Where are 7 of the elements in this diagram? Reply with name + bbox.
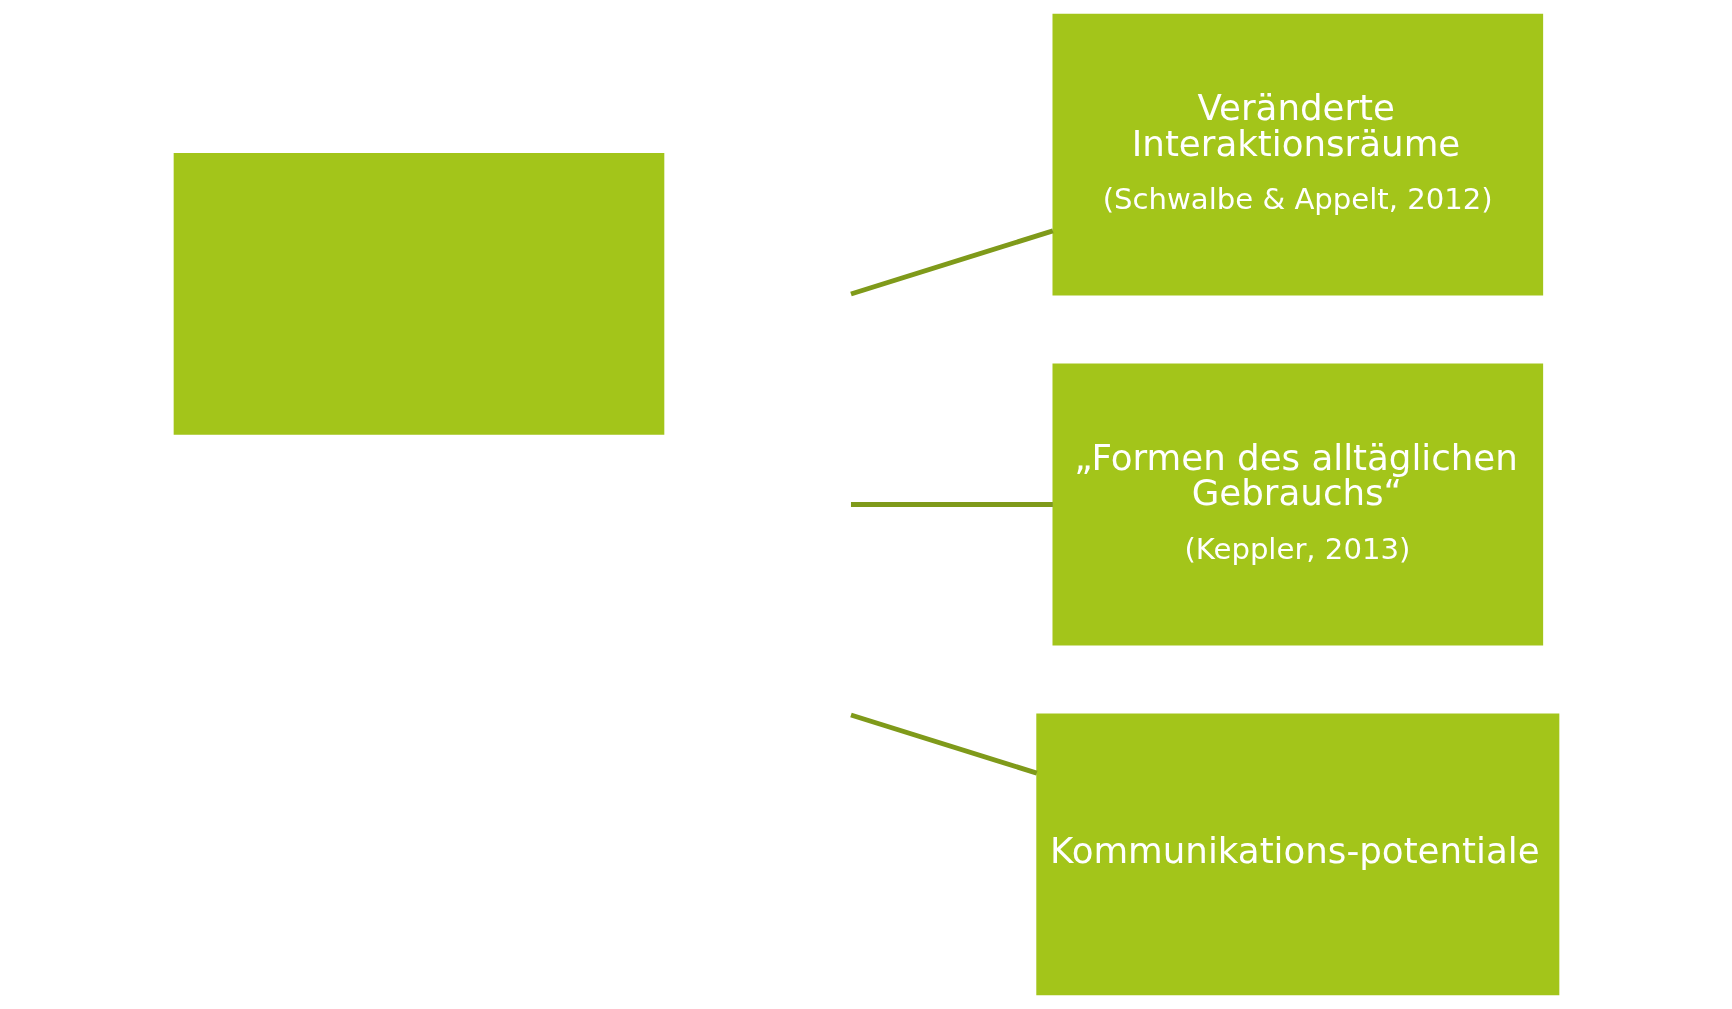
connector: [849, 712, 1038, 776]
connector: [849, 228, 1054, 297]
node-box: „Formen des alltäglichen Gebrauchs“ (Keppler, 2013): [1052, 363, 1543, 646]
node-box: [173, 153, 664, 435]
node-box: Kommunikations-potentiale: [1035, 713, 1559, 996]
connector: [850, 502, 1053, 507]
node-box: Veränderte Interaktionsräume (Schwalbe & Appelt, 2012): [1052, 13, 1543, 296]
